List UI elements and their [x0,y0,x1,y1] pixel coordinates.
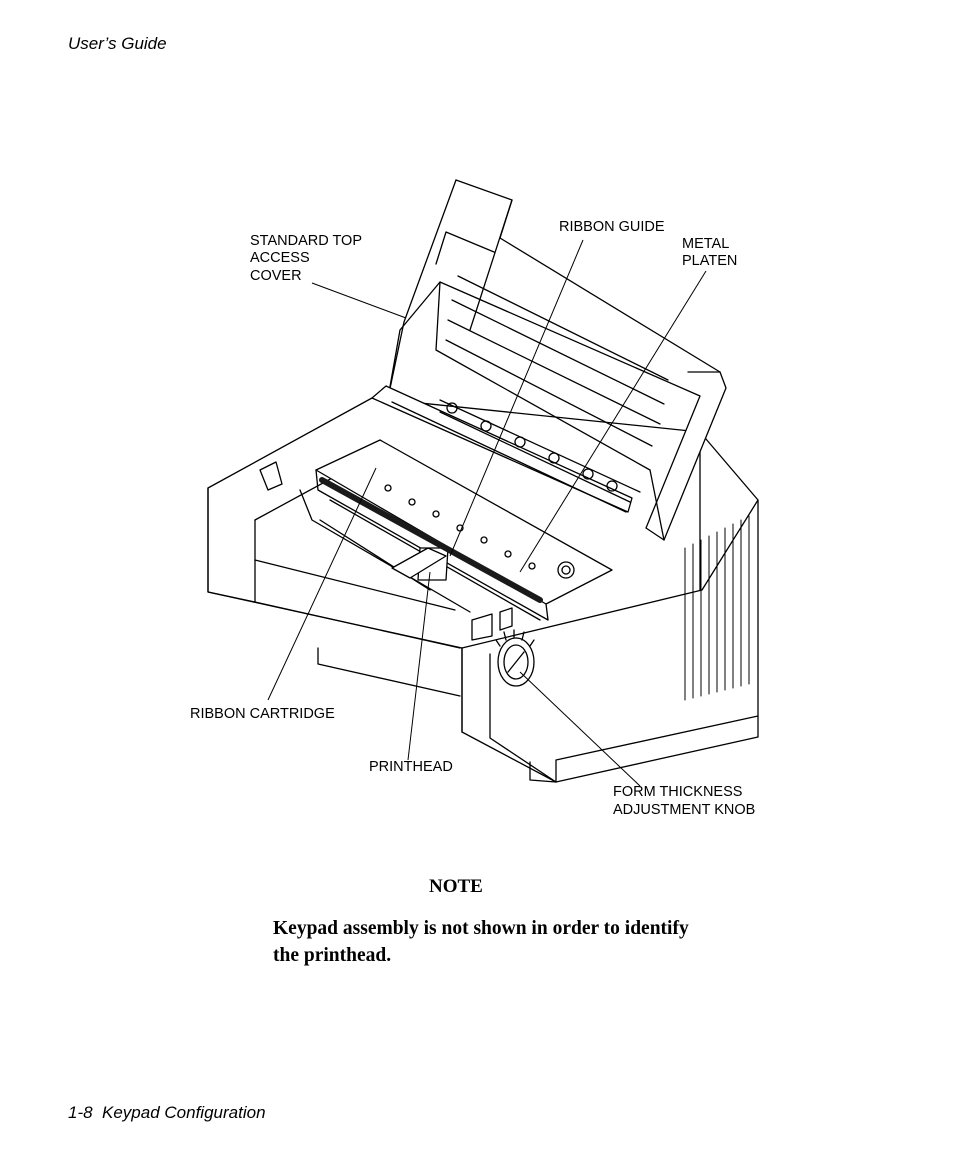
note-body: Keypad assembly is not shown in order to… [273,918,689,966]
running-footer: 1-8 Keypad Configuration [68,1103,266,1122]
label-metal-platen-1: METAL [682,236,729,252]
label-top-cover-1: STANDARD TOP [250,233,362,249]
label-form-knob-1: FORM THICKNESS [613,784,742,800]
label-top-cover-2: ACCESS [250,250,310,266]
ribbon-strip [319,477,543,603]
label-metal-platen-2: PLATEN [682,253,737,269]
note-heading: NOTE [429,876,483,897]
label-ribbon-guide: RIBBON GUIDE [559,219,665,235]
callout-labels: STANDARD TOP ACCESS COVER RIBBON GUIDE M… [190,219,755,818]
label-top-cover-3: COVER [250,268,302,284]
platen-roller [371,385,641,513]
label-ribbon-cartridge: RIBBON CARTRIDGE [190,706,335,722]
leader-lines [267,239,707,787]
running-header: User’s Guide [68,34,167,53]
form-thickness-knob [495,629,535,687]
label-form-knob-2: ADJUSTMENT KNOB [613,802,755,818]
top-access-cover [387,179,727,541]
vent-slots [684,515,750,701]
label-printhead: PRINTHEAD [369,759,453,775]
